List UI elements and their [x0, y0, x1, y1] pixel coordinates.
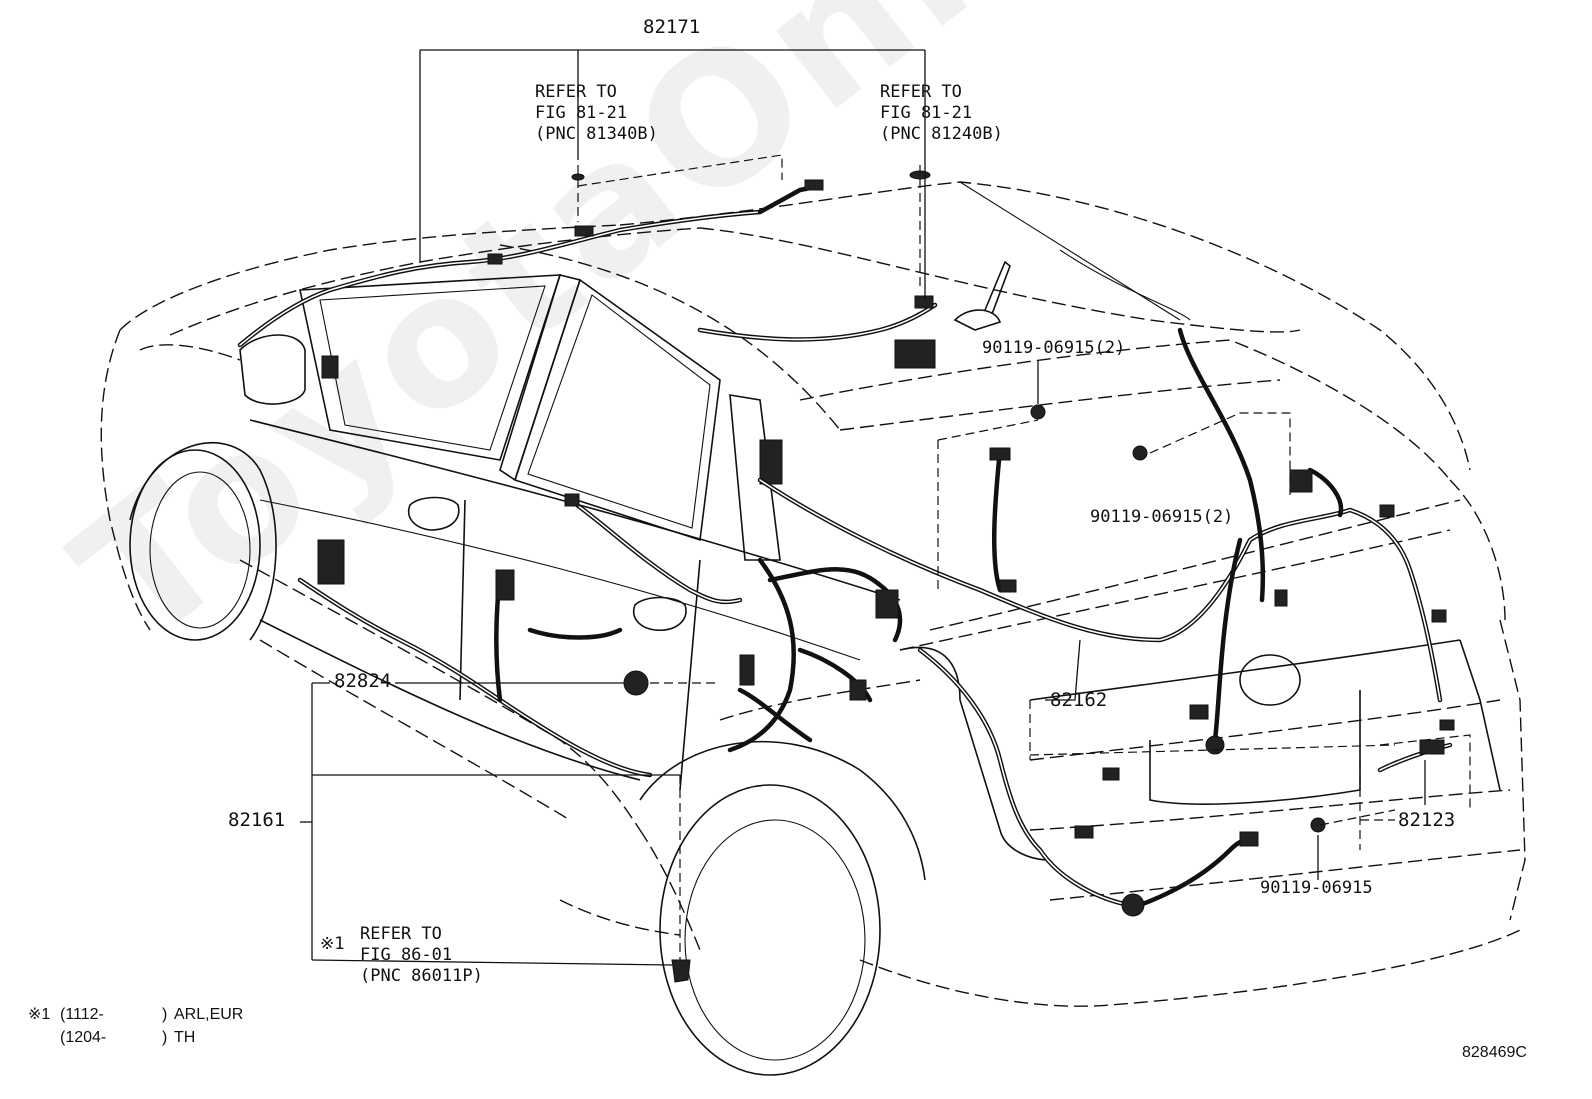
illustration-id: 828469C	[1462, 1044, 1527, 1061]
fasteners	[571, 170, 1326, 983]
car-body-solid	[129, 181, 1501, 1076]
footnote-range-1: (1112-	[60, 1006, 104, 1023]
footnote-close-2: )	[162, 1029, 168, 1046]
footnote-mark: ※1	[28, 1006, 51, 1023]
part-label-82171: 82171	[643, 16, 701, 38]
part-label-82162: 82162	[1050, 689, 1108, 711]
harness-82171	[237, 179, 938, 379]
bolt-90119-mid	[1132, 445, 1148, 461]
footnote-range-2: (1204-	[60, 1029, 107, 1046]
harness-rear-lower	[917, 647, 1259, 917]
refer-note-c-line3: (PNC 86011P)	[360, 966, 483, 986]
grommet	[1121, 893, 1145, 917]
clip-86011p	[671, 959, 691, 983]
refer-note-b-line3: (PNC 81240B)	[880, 124, 1003, 144]
part-label-90119-low: 90119-06915	[1260, 878, 1373, 898]
connector-block-roof	[894, 339, 936, 369]
refer-note-c-line1: REFER TO	[360, 924, 442, 944]
refer-note-a-line3: (PNC 81340B)	[535, 124, 658, 144]
footnote-region-2: TH	[174, 1029, 196, 1046]
connector-kick-panel	[317, 539, 345, 585]
harness-82161	[297, 439, 903, 778]
part-label-82824: 82824	[334, 670, 392, 692]
footnote-region-1: ARL,EUR	[174, 1006, 244, 1023]
refer-note-a-line1: REFER TO	[535, 82, 617, 102]
grommet-82824	[623, 670, 649, 696]
part-label-82161: 82161	[228, 809, 286, 831]
refer-note-a-line2: FIG 81-21	[535, 103, 628, 123]
refer-note-b-line1: REFER TO	[880, 82, 962, 102]
bolt-90119-top	[1030, 404, 1046, 420]
footnote-close-1: )	[162, 1006, 168, 1023]
refer-note-b-line2: FIG 81-21	[880, 103, 973, 123]
connector-c-pillar	[759, 439, 783, 485]
callout-leaders	[300, 49, 1471, 966]
part-label-90119-top: 90119-06915(2)	[982, 338, 1126, 358]
harness-82123	[1377, 719, 1455, 773]
part-label-90119-mid: 90119-06915(2)	[1090, 507, 1234, 527]
car-body-outline	[100, 181, 1526, 1007]
part-label-82123: 82123	[1398, 809, 1456, 831]
refer-note-c-mark: ※1	[320, 934, 345, 954]
bolt-90119-low	[1310, 817, 1326, 833]
refer-note-c-line2: FIG 86-01	[360, 945, 453, 965]
